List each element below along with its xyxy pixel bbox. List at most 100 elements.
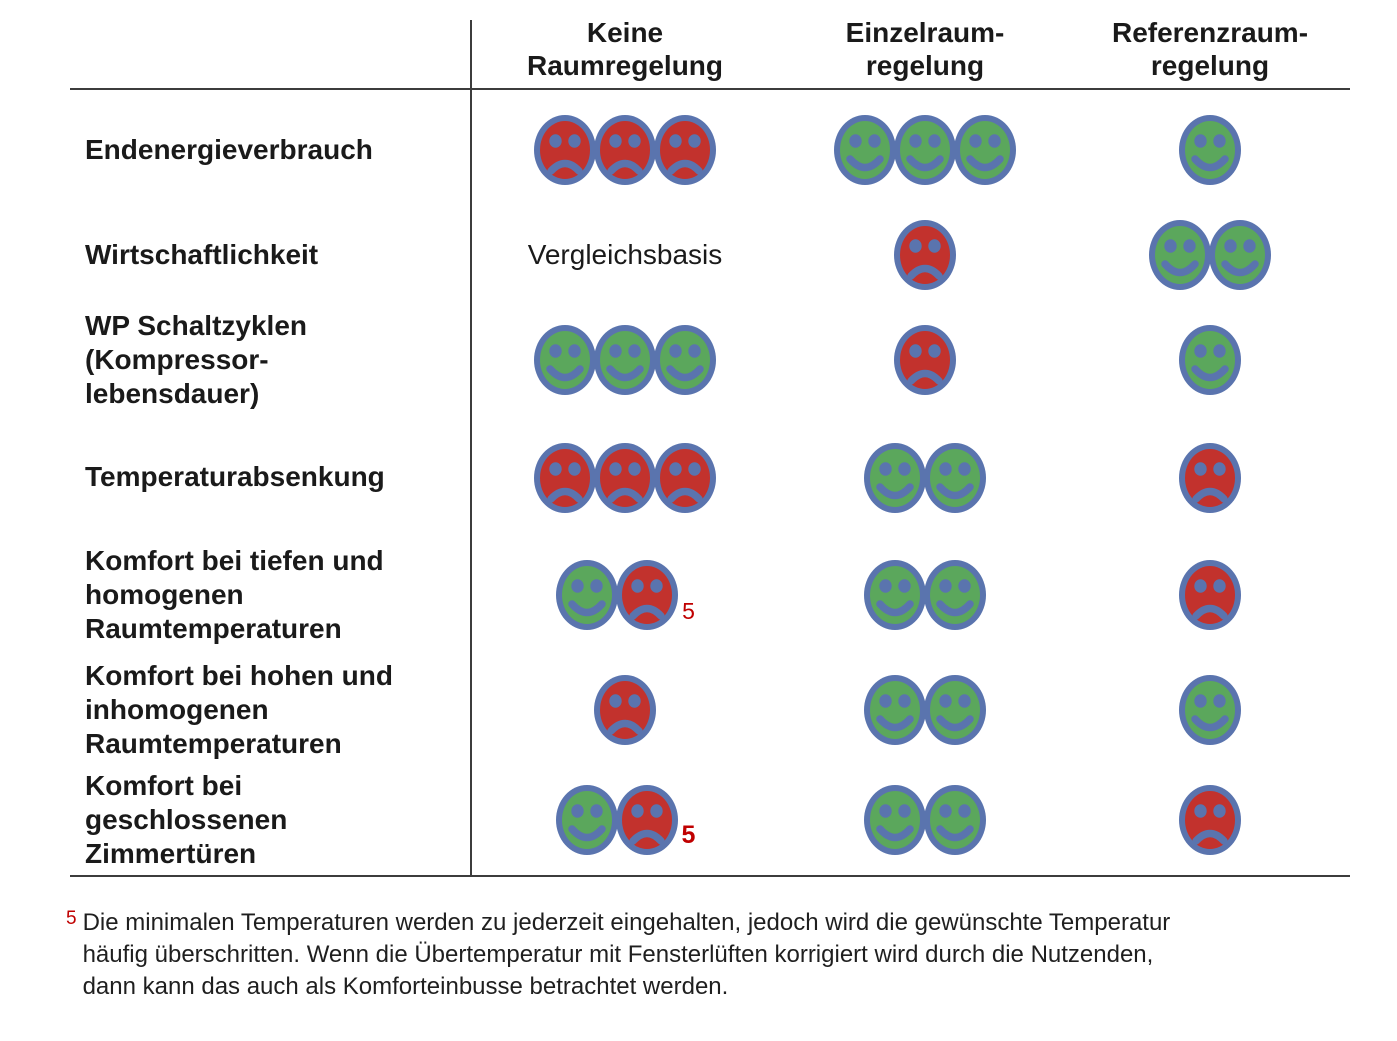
sad-smiley-icon bbox=[594, 675, 656, 745]
smiley-group bbox=[893, 324, 957, 396]
table-row: Endenergieverbrauch bbox=[70, 90, 1350, 210]
table-row: Komfort bei tiefen und homogenen Raumtem… bbox=[70, 535, 1350, 655]
sad-smiley-icon bbox=[534, 442, 596, 513]
row-label: Temperaturabsenkung bbox=[85, 461, 385, 493]
table-row: Komfort bei hohen und inhomogenen Raumte… bbox=[70, 655, 1350, 765]
happy-smiley-icon bbox=[954, 115, 1016, 185]
cell-einzelraumregelung bbox=[780, 674, 1070, 746]
happy-smiley-icon bbox=[555, 785, 618, 855]
vergleichsbasis-text: Vergleichsbasis bbox=[527, 239, 723, 270]
sad-smiley-icon bbox=[1179, 560, 1241, 630]
sad-smiley-icon bbox=[616, 560, 679, 630]
sad-smiley-icon bbox=[1179, 785, 1241, 855]
smiley-group bbox=[863, 674, 987, 746]
footnote-ref: 5 bbox=[682, 598, 695, 624]
cell-keine-raumregelung bbox=[470, 674, 780, 746]
happy-smiley-icon bbox=[1179, 675, 1241, 745]
sad-smiley-icon bbox=[534, 115, 596, 185]
happy-smiley-icon bbox=[864, 442, 926, 513]
sad-smiley-icon bbox=[894, 325, 956, 395]
smiley-group bbox=[533, 114, 717, 186]
smiley-group bbox=[1178, 442, 1242, 514]
cell-keine-raumregelung: 5 bbox=[470, 559, 780, 631]
happy-smiley-icon bbox=[864, 675, 926, 745]
smiley-group bbox=[1178, 559, 1242, 631]
smiley-group bbox=[863, 784, 987, 856]
comparison-figure: Keine Raumregelung Einzelraum- regelung … bbox=[66, 17, 1350, 1000]
row-label: Endenergieverbrauch bbox=[85, 133, 373, 165]
cell-keine-raumregelung: Vergleichsbasis bbox=[470, 239, 780, 271]
cell-keine-raumregelung bbox=[470, 442, 780, 514]
column-header-keine-raumregelung: Keine Raumregelung bbox=[526, 16, 724, 82]
table-row: Komfort bei geschlossenen Zimmertüren 5 bbox=[70, 765, 1350, 875]
sad-smiley-icon bbox=[594, 442, 656, 513]
row-label: WP Schaltzyklen (Kompressor- lebensdauer… bbox=[85, 309, 308, 410]
comparison-table: Keine Raumregelung Einzelraum- regelung … bbox=[70, 17, 1350, 877]
happy-smiley-icon bbox=[654, 325, 716, 395]
sad-smiley-icon bbox=[594, 115, 656, 185]
sad-smiley-icon bbox=[615, 785, 678, 855]
smiley-group bbox=[533, 442, 717, 514]
happy-smiley-icon bbox=[1179, 115, 1241, 185]
cell-keine-raumregelung bbox=[470, 324, 780, 396]
happy-smiley-icon bbox=[1209, 220, 1271, 290]
cell-referenzraumregelung bbox=[1070, 219, 1350, 291]
cell-einzelraumregelung bbox=[780, 114, 1070, 186]
cell-referenzraumregelung bbox=[1070, 674, 1350, 746]
sad-smiley-icon bbox=[654, 115, 716, 185]
happy-smiley-icon bbox=[924, 560, 986, 630]
cell-referenzraumregelung bbox=[1070, 324, 1350, 396]
happy-smiley-icon bbox=[864, 785, 926, 855]
happy-smiley-icon bbox=[924, 442, 986, 513]
happy-smiley-icon bbox=[834, 115, 896, 185]
smiley-group bbox=[1178, 674, 1242, 746]
cell-keine-raumregelung: 5 bbox=[470, 784, 780, 856]
cell-referenzraumregelung bbox=[1070, 784, 1350, 856]
smiley-group bbox=[863, 442, 987, 514]
cell-einzelraumregelung bbox=[780, 784, 1070, 856]
cell-referenzraumregelung bbox=[1070, 442, 1350, 514]
cell-einzelraumregelung bbox=[780, 442, 1070, 514]
table-header: Keine Raumregelung Einzelraum- regelung … bbox=[70, 17, 1350, 90]
cell-keine-raumregelung bbox=[470, 114, 780, 186]
sad-smiley-icon bbox=[894, 220, 956, 290]
smiley-group bbox=[533, 324, 717, 396]
row-label: Komfort bei hohen und inhomogenen Raumte… bbox=[85, 659, 393, 760]
cell-referenzraumregelung bbox=[1070, 559, 1350, 631]
footnote-marker: 5 bbox=[66, 908, 77, 929]
sad-smiley-icon bbox=[1179, 442, 1241, 513]
row-label: Wirtschaftlichkeit bbox=[85, 238, 319, 270]
smiley-group bbox=[1178, 784, 1242, 856]
smiley-group bbox=[1178, 114, 1242, 186]
happy-smiley-icon bbox=[924, 675, 986, 745]
cell-einzelraumregelung bbox=[780, 559, 1070, 631]
happy-smiley-icon bbox=[556, 560, 619, 630]
smiley-group: 5 bbox=[555, 784, 696, 856]
row-label: Komfort bei geschlossenen Zimmertüren bbox=[85, 769, 288, 870]
happy-smiley-icon bbox=[1179, 325, 1241, 395]
smiley-group bbox=[863, 559, 987, 631]
column-divider-line bbox=[470, 20, 472, 877]
happy-smiley-icon bbox=[534, 325, 596, 395]
happy-smiley-icon bbox=[594, 325, 656, 395]
cell-einzelraumregelung bbox=[780, 219, 1070, 291]
column-header-referenzraumregelung: Referenzraum- regelung bbox=[1111, 16, 1309, 82]
column-header-einzelraumregelung: Einzelraum- regelung bbox=[845, 16, 1005, 82]
smiley-group bbox=[1148, 219, 1272, 291]
happy-smiley-icon bbox=[864, 560, 926, 630]
smiley-group: 5 bbox=[555, 559, 695, 631]
smiley-group bbox=[833, 114, 1017, 186]
happy-smiley-icon bbox=[1149, 220, 1211, 290]
footnote-text: Die minimalen Temperaturen werden zu jed… bbox=[82, 909, 1171, 1000]
sad-smiley-icon bbox=[654, 442, 716, 513]
smiley-group bbox=[593, 674, 657, 746]
cell-einzelraumregelung bbox=[780, 324, 1070, 396]
smiley-group bbox=[1178, 324, 1242, 396]
table-row: Wirtschaftlichkeit Vergleichsbasis bbox=[70, 210, 1350, 300]
smiley-group bbox=[893, 219, 957, 291]
happy-smiley-icon bbox=[894, 115, 956, 185]
row-label: Komfort bei tiefen und homogenen Raumtem… bbox=[85, 544, 384, 645]
happy-smiley-icon bbox=[924, 785, 986, 855]
footnote-ref: 5 bbox=[681, 821, 696, 849]
